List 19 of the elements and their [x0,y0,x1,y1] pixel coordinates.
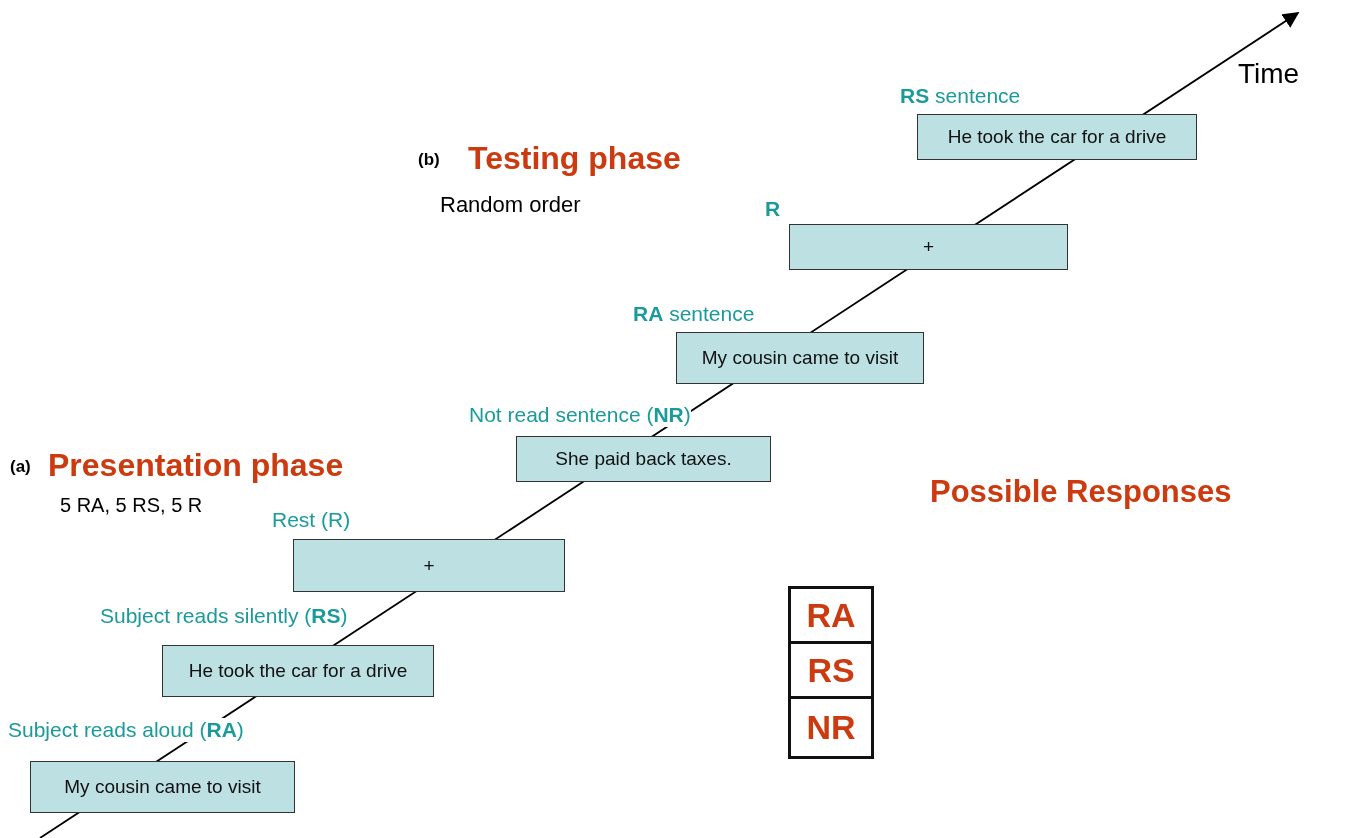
stimulus-box: He took the car for a drive [917,114,1197,160]
node-label: Subject reads aloud (RA) [8,718,244,742]
panel-letter: (b) [418,150,440,170]
phase-heading: Testing phase [468,140,681,177]
response-option: RS [788,641,874,699]
stimulus-box: She paid back taxes. [516,436,771,482]
section-heading: Possible Responses [930,474,1232,510]
phase-heading: Presentation phase [48,447,344,484]
stimulus-box: + [789,224,1068,270]
response-option: RA [788,586,874,644]
stimulus-box: My cousin came to visit [676,332,924,384]
stimulus-box: He took the car for a drive [162,645,434,697]
panel-letter: (a) [10,457,31,477]
note: Random order [440,192,581,218]
stimulus-box: My cousin came to visit [30,761,295,813]
note: 5 RA, 5 RS, 5 R [60,494,203,517]
response-option: NR [788,696,874,759]
stimulus-box: + [293,539,565,592]
axis-label: Time [1238,58,1300,90]
